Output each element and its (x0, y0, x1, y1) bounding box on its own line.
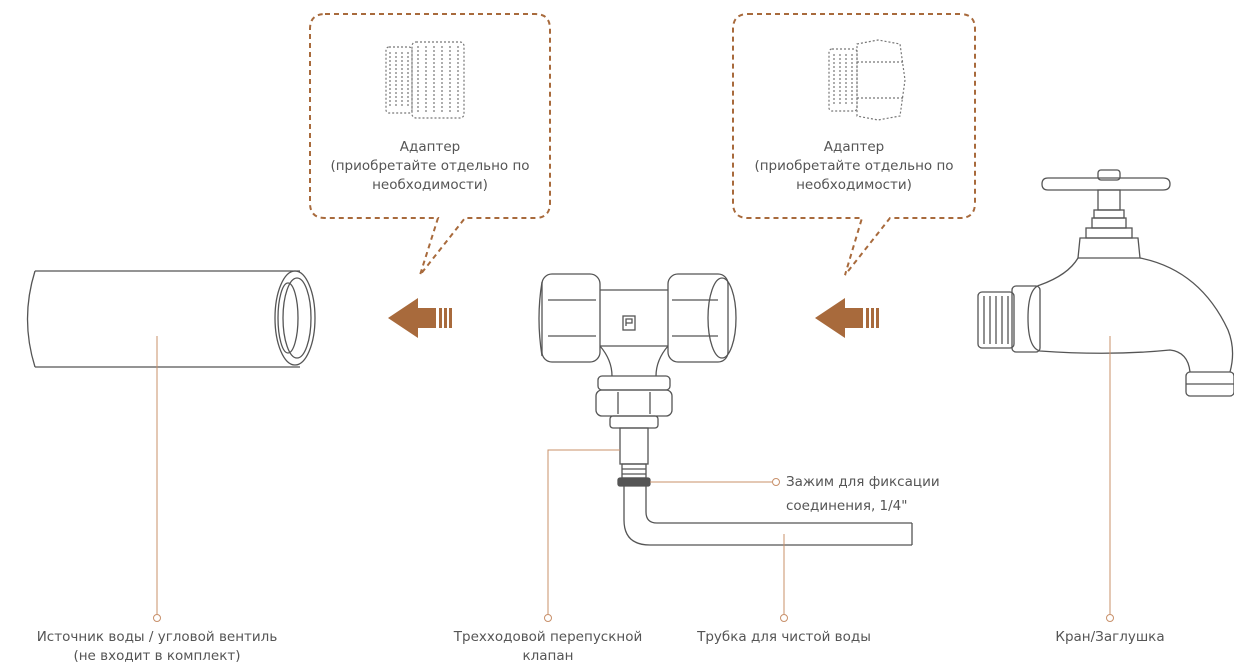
adapter-callout-left (309, 13, 551, 276)
tube-label: Трубка для чистой воды (684, 628, 884, 647)
faucet-icon (977, 169, 1234, 397)
water-source-pipe-icon (26, 270, 316, 368)
leader-lines (153, 336, 1114, 622)
arrow-left-2-icon (815, 298, 879, 338)
faucet-label: Кран/Заглушка (1040, 628, 1180, 647)
valve-label: Трехходовой перепускной клапан (438, 628, 658, 666)
adapter-left-icon (385, 41, 465, 119)
adapter-right-icon (828, 39, 906, 121)
water-source-label-line1: Источник воды / угловой вентиль (36, 629, 278, 645)
adapter-left-label: Адаптер (приобретайте отдельно по необхо… (310, 138, 550, 195)
adapter-right-title: Адаптер (823, 139, 885, 155)
adapter-left-note-2: необходимости) (372, 177, 488, 193)
adapter-callout-right (732, 13, 976, 276)
arrow-left-1-icon (388, 298, 452, 338)
adapter-right-note-2: необходимости) (796, 177, 912, 193)
clamp-label-line2: соединения, 1/4" (786, 498, 908, 514)
adapter-right-label: Адаптер (приобретайте отдельно по необхо… (733, 138, 975, 195)
adapter-left-note-1: (приобретайте отдельно по (330, 158, 530, 174)
clamp-label-line1: Зажим для фиксации (786, 474, 940, 490)
clamp-label: Зажим для фиксации соединения, 1/4" (786, 470, 940, 518)
tube-label-text: Трубка для чистой воды (697, 629, 871, 645)
clean-water-tube-icon (623, 486, 913, 546)
valve-label-line1: Трехходовой перепускной (453, 629, 643, 645)
valve-label-line2: клапан (522, 648, 574, 664)
adapter-left-title: Адаптер (399, 139, 461, 155)
water-source-label-line2: (не входит в комплект) (73, 648, 241, 664)
water-source-label: Источник воды / угловой вентиль (не вход… (7, 628, 307, 666)
faucet-label-text: Кран/Заглушка (1055, 629, 1165, 645)
three-way-valve-icon (538, 273, 737, 487)
adapter-right-note-1: (приобретайте отдельно по (754, 158, 954, 174)
